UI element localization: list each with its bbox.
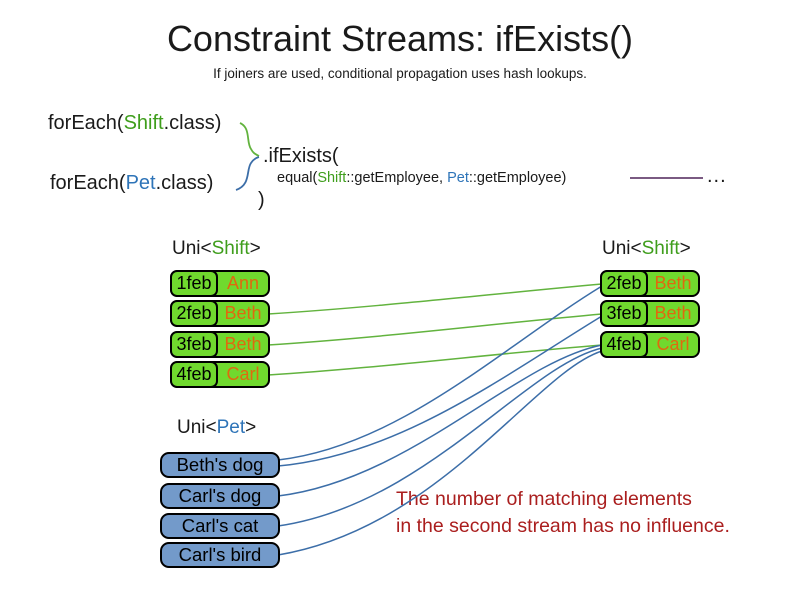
match-line-beths-dog-2feb [277,285,603,461]
shift-employee-cell: Beth [224,334,262,354]
shift-employee-cell: Ann [226,273,260,293]
shift-date-cell: 3feb [600,300,648,327]
shift-employee-cell: Carl [226,364,260,384]
code-close-paren: ) [258,189,265,211]
label-class: Shift [211,238,250,259]
code-foreach-pet: forEach(Pet.class) [50,172,213,195]
table-row: 1feb Ann [170,270,270,297]
pet-row: Carl's dog [160,483,280,509]
table-row: 2feb Beth [600,270,700,297]
code-text: .class) [163,112,222,134]
shift-date-cell: 1feb [170,270,218,297]
code-pet-ref: Pet [447,170,469,186]
shift-date-cell: 2feb [170,300,218,327]
match-line-beths-dog-3feb [277,315,603,467]
note-text: The number of matching elements in the s… [396,486,730,540]
label-text: > [249,238,261,259]
pet-row: Beth's dog [160,452,280,478]
match-line-carls-dog-4feb [277,344,603,497]
code-text: ::getEmployee, [346,170,448,186]
shift-date-cell: 4feb [600,331,648,358]
table-row: 3feb Beth [170,331,270,358]
shift-employee-cell: Beth [654,273,692,293]
connector-shift-2feb [267,283,603,315]
pet-row: Carl's bird [160,542,280,568]
code-ellipsis: ... [707,165,727,187]
label-text: Uni< [602,238,642,259]
note-line-1: The number of matching elements [396,488,692,510]
code-text: ::getEmployee) [468,170,567,186]
label-text: > [679,238,691,259]
connector-shift-3feb [267,313,603,346]
connector-shift-4feb [267,344,603,376]
code-text: forEach( [50,172,126,194]
shift-date-cell: 4feb [170,361,218,388]
code-text: .class) [155,172,214,194]
brace-bottom-blue [235,156,260,191]
label-class: Pet [216,417,246,438]
brace-top-green [239,122,260,157]
shift-employee-cell: Beth [224,303,262,323]
shift-employee-cell: Beth [654,303,692,323]
shift-date-cell: 3feb [170,331,218,358]
table-row: 2feb Beth [170,300,270,327]
code-shift-ref: Shift [317,170,347,186]
code-equal-joiner: equal(Shift::getEmployee, Pet::getEmploy… [277,170,566,186]
shift-date-cell: 2feb [600,270,648,297]
table-row: 3feb Beth [600,300,700,327]
label-text: Uni< [177,417,217,438]
code-foreach-shift: forEach(Shift.class) [48,112,221,135]
pet-table-label: Uni<Pet> [177,417,256,439]
code-ifexists: .ifExists( [263,145,339,167]
left-shift-table-label: Uni<Shift> [172,238,261,260]
page-subtitle: If joiners are used, conditional propaga… [213,66,587,81]
note-line-2: in the second stream has no influence. [396,515,730,537]
right-shift-table-label: Uni<Shift> [602,238,691,260]
pet-row: Carl's cat [160,513,280,539]
label-text: Uni< [172,238,212,259]
label-text: > [245,417,257,438]
page-title: Constraint Streams: ifExists() [166,18,634,59]
code-text: forEach( [48,112,124,134]
code-text: equal( [277,170,318,186]
code-shift-class: Shift [123,112,164,134]
code-pet-class: Pet [125,172,156,194]
table-row: 4feb Carl [170,361,270,388]
shift-employee-cell: Carl [656,334,690,354]
table-row: 4feb Carl [600,331,700,358]
label-class: Shift [641,238,680,259]
